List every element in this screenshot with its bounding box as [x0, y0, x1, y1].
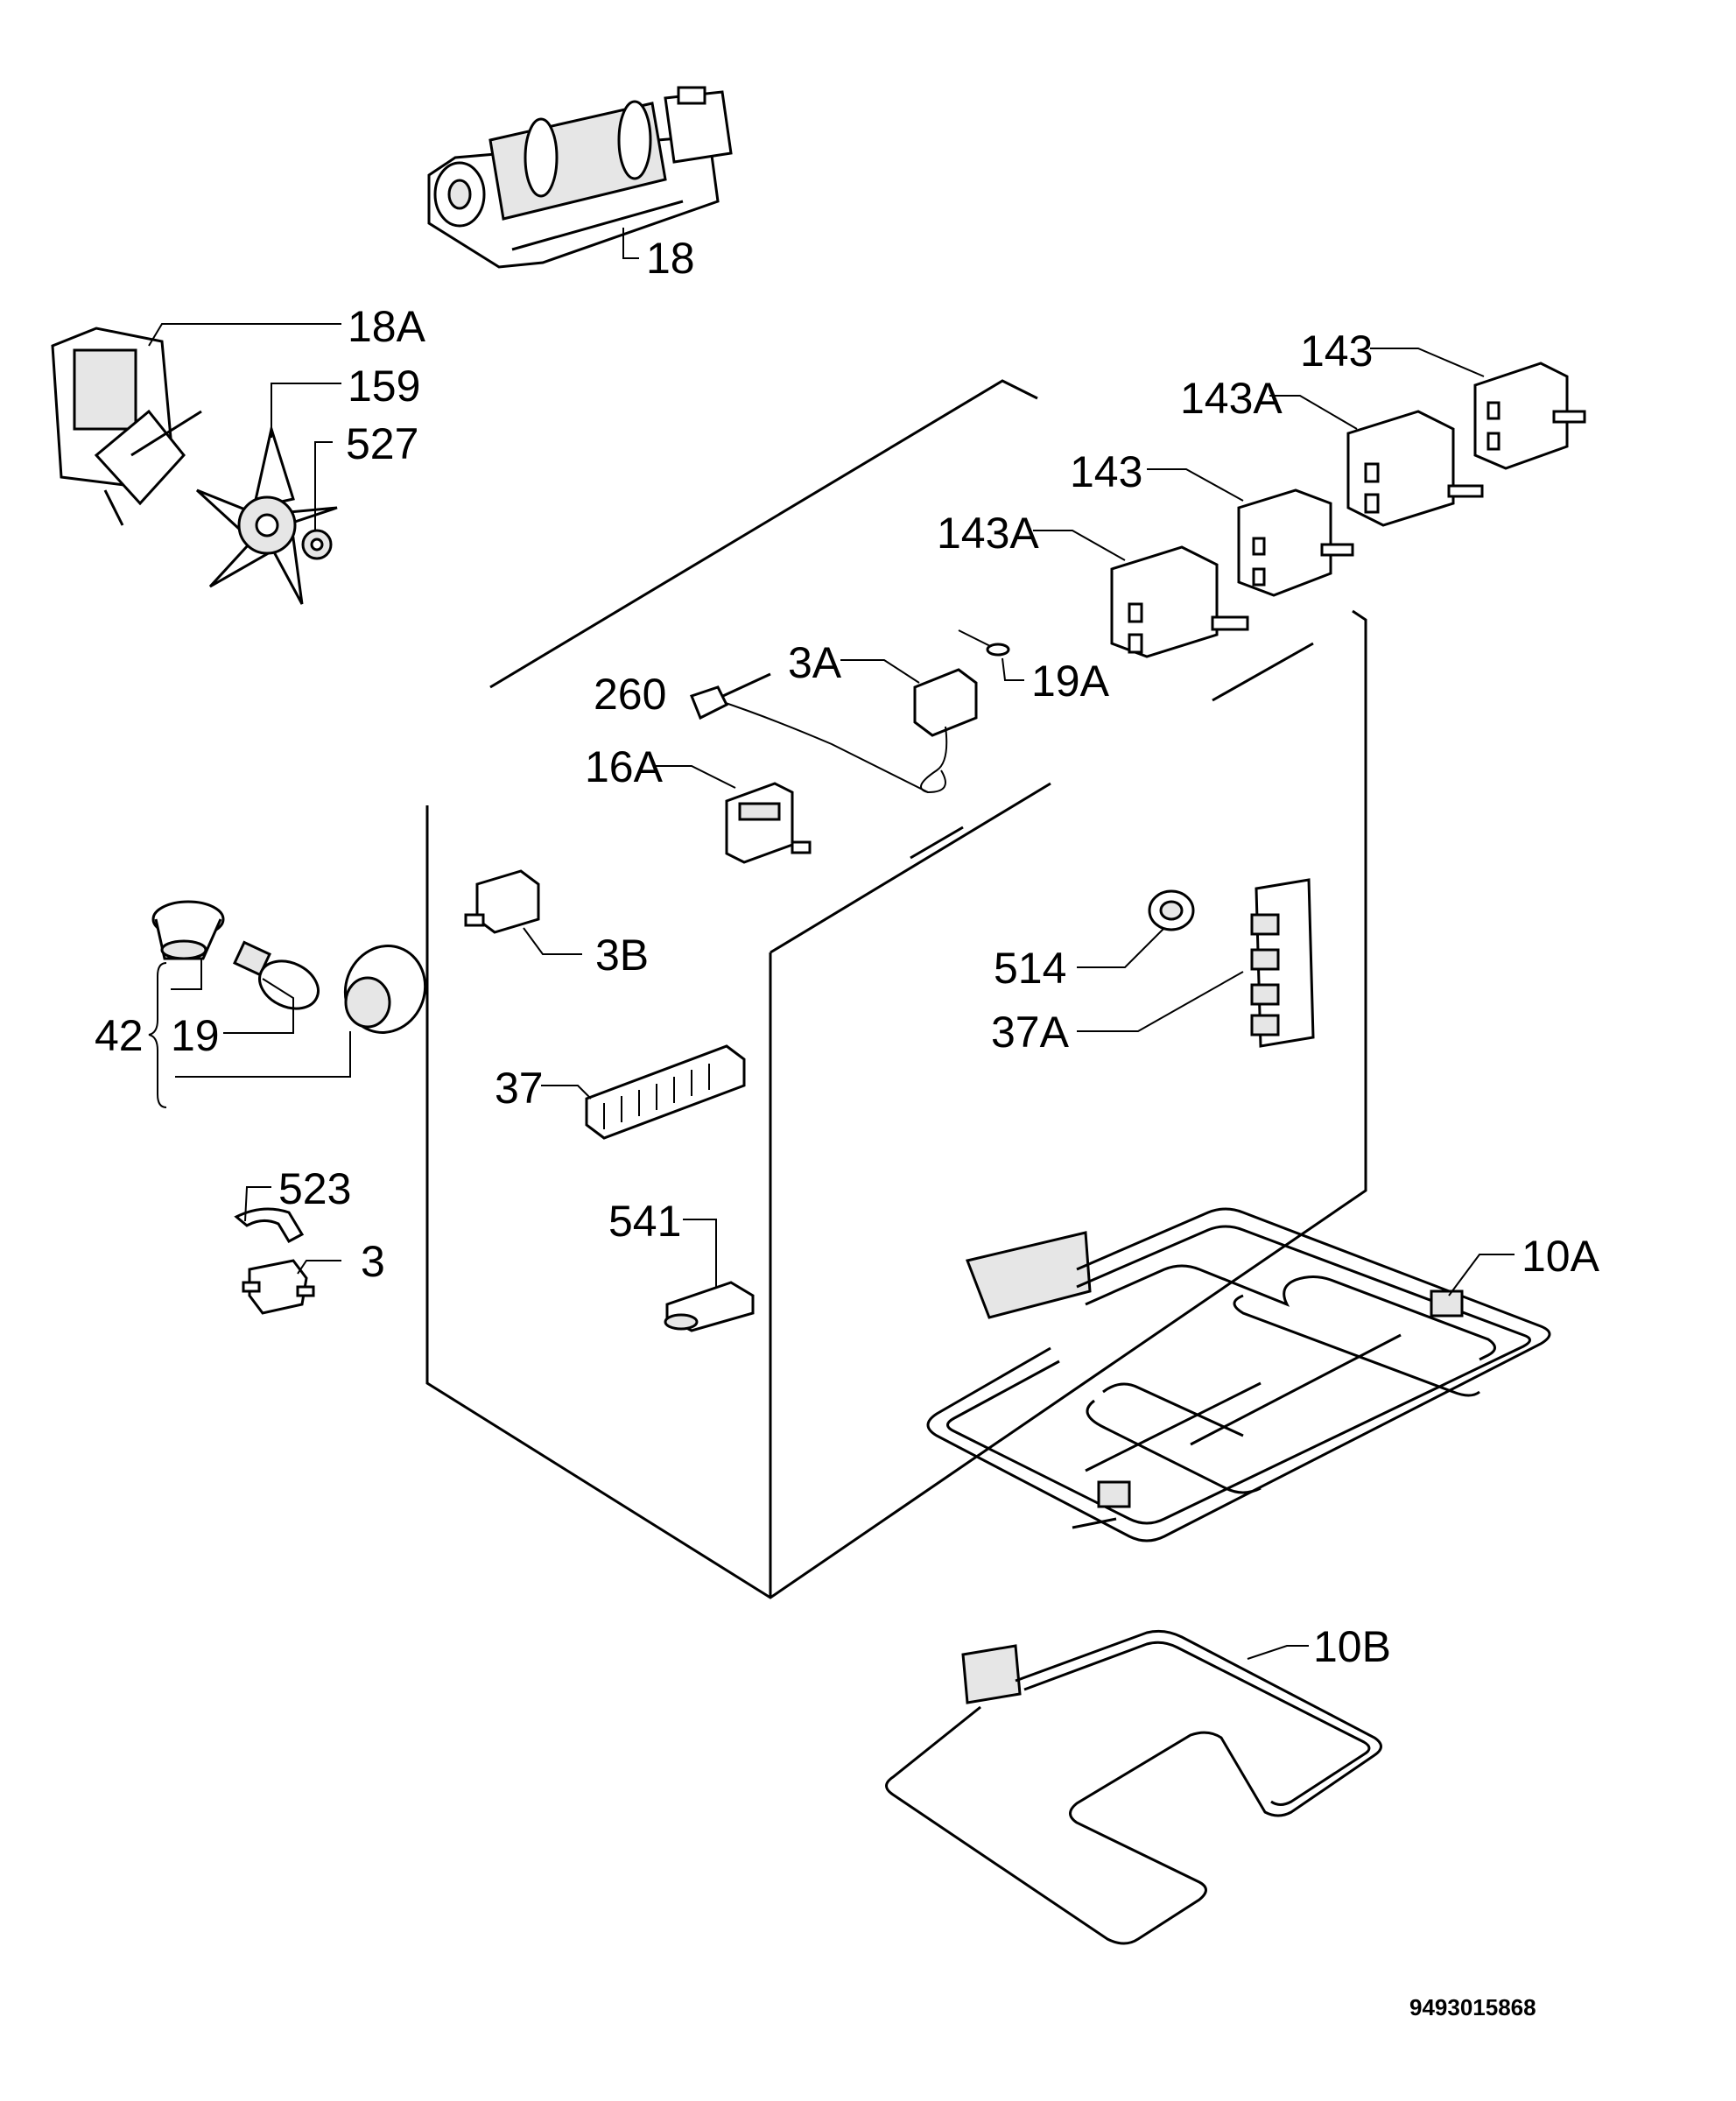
label-18: 18	[646, 234, 695, 283]
label-42: 42	[95, 1011, 144, 1060]
label-143-mid: 143	[1070, 447, 1142, 496]
sensor-260-part	[690, 685, 729, 720]
clip-523-part	[234, 1207, 305, 1243]
drawing-code: 9493015868	[1409, 1994, 1536, 2020]
label-18a: 18A	[348, 302, 426, 351]
lamp-holder-part	[151, 900, 225, 960]
tangential-fan-part	[427, 86, 733, 269]
label-3b: 3B	[595, 931, 649, 980]
switch-143-top	[1473, 362, 1586, 470]
connector-541-part	[664, 1281, 755, 1332]
label-3: 3	[361, 1237, 385, 1286]
fan-motor-part	[51, 327, 202, 526]
part-labels: 18 18A 159 527 143 143A 143 143A 3A 19A …	[95, 234, 1600, 2020]
selector-16a-part	[725, 782, 812, 864]
label-16a: 16A	[585, 742, 664, 791]
grommet-514-part	[1148, 889, 1195, 931]
label-10a: 10A	[1522, 1232, 1600, 1281]
label-10b: 10B	[1313, 1622, 1391, 1671]
label-541: 541	[608, 1197, 681, 1246]
oven-cabinet-outline	[425, 379, 1367, 1599]
label-159: 159	[348, 362, 420, 411]
terminal-block-37a-part	[1250, 878, 1315, 1048]
switch-143-mid	[1237, 488, 1354, 597]
thermostat-3-part	[242, 1259, 315, 1315]
bottom-element-10b	[885, 1629, 1382, 1945]
lamp-cover-part	[343, 945, 427, 1034]
label-19a: 19A	[1031, 657, 1110, 706]
thermostat-3b-part	[464, 869, 540, 934]
thermostat-3a-part	[713, 668, 978, 794]
fan-blade-part	[195, 424, 338, 605]
probe-19a-part	[958, 629, 1010, 657]
leader-lines	[148, 228, 1515, 1660]
grill-element-10a	[926, 1207, 1551, 1542]
fan-nut-part	[301, 529, 333, 560]
label-523: 523	[278, 1164, 351, 1213]
label-3a: 3A	[788, 638, 842, 687]
bulb-19-part	[233, 940, 320, 1010]
label-37a: 37A	[991, 1008, 1070, 1057]
label-143-top: 143	[1300, 327, 1373, 376]
label-19: 19	[171, 1011, 220, 1060]
label-260: 260	[594, 670, 666, 719]
label-143a-top: 143A	[1180, 374, 1283, 423]
switch-143a-mid	[1110, 545, 1249, 658]
terminal-strip-37-part	[585, 1044, 746, 1140]
label-527: 527	[346, 419, 418, 468]
label-514: 514	[994, 944, 1066, 993]
switch-143a-top	[1346, 410, 1484, 527]
label-37: 37	[495, 1064, 544, 1113]
label-143a-mid: 143A	[937, 509, 1039, 558]
